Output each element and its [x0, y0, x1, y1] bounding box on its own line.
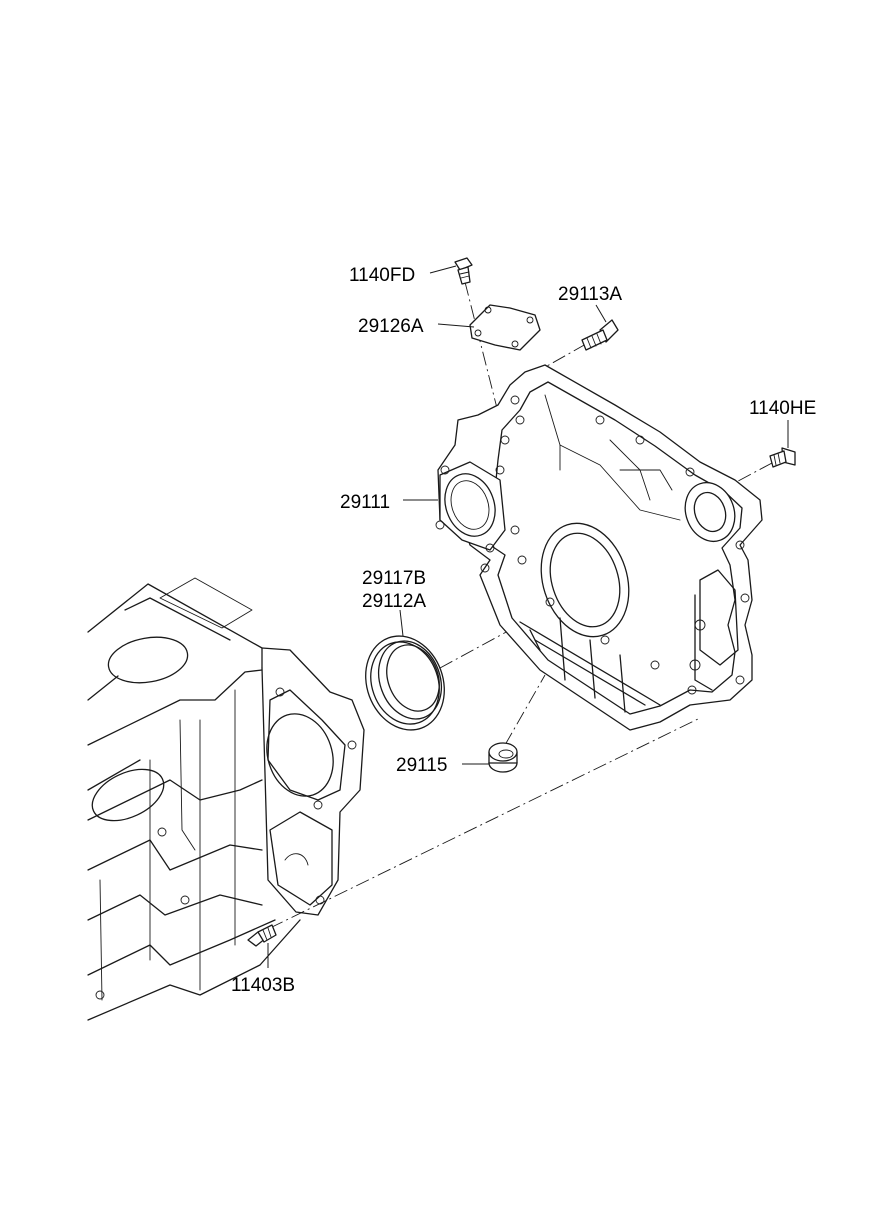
label-29112A: 29112A — [362, 591, 426, 612]
label-29115: 29115 — [396, 755, 447, 776]
oil-seal-29112A — [365, 635, 445, 731]
leader-lines — [267, 265, 789, 968]
bolt-11403B — [247, 924, 277, 947]
label-29117B: 29117B — [362, 568, 426, 589]
label-1140HE: 1140HE — [749, 398, 816, 419]
engine-block — [87, 577, 365, 1021]
label-1140FD: 1140FD — [349, 265, 415, 286]
label-29113A: 29113A — [558, 284, 622, 305]
label-11403B: 11403B — [231, 975, 295, 996]
bolt-1140FD — [454, 257, 473, 285]
cap-29115 — [488, 742, 518, 773]
bolt-29113A — [581, 319, 619, 351]
cover-bolt-holes — [435, 395, 750, 695]
label-29126A: 29126A — [358, 316, 424, 337]
cover-housing-29111 — [435, 364, 763, 731]
label-29111: 29111 — [340, 492, 390, 513]
part-labels: 1140FD 29126A 29113A 1140HE 29111 29117B… — [231, 265, 816, 996]
bolt-1140HE — [769, 447, 796, 468]
cover-plate-29126A — [469, 304, 541, 351]
